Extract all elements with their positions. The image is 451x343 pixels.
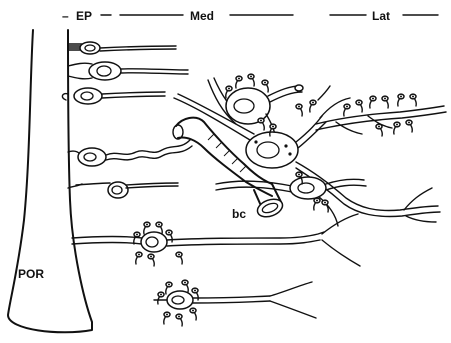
bouton-dot (358, 102, 360, 104)
header-lat: Lat (372, 9, 390, 23)
por-border (8, 30, 92, 332)
bouton-dot (158, 224, 160, 226)
bouton-dot (298, 106, 300, 108)
bouton-dot (136, 234, 138, 236)
bouton-dot (238, 78, 240, 80)
neuron-5 (68, 182, 178, 198)
header-med: Med (190, 9, 214, 23)
bouton-dot (272, 126, 274, 128)
bouton-dot (264, 82, 266, 84)
bouton-dot (168, 284, 170, 286)
medial-cell-upper (174, 78, 303, 140)
bouton-dot (160, 294, 162, 296)
bouton-dot (178, 254, 180, 256)
bouton-dot (250, 76, 252, 78)
neuron-lower-1 (72, 214, 360, 266)
bouton-dot (316, 200, 318, 202)
region-header: – EP Med Lat (62, 9, 438, 23)
bouton-dot (194, 290, 196, 292)
bouton-dot (298, 174, 300, 176)
bouton-dot (184, 282, 186, 284)
bouton-dot (178, 316, 180, 318)
bouton-dot (192, 310, 194, 312)
por-outline: POR (8, 30, 92, 332)
bouton-dot (168, 232, 170, 234)
bouton-dot (396, 124, 398, 126)
neuron-4 (68, 140, 192, 166)
bouton-dot (408, 122, 410, 124)
bouton-dot (260, 120, 262, 122)
bouton-dot (150, 256, 152, 258)
bouton-dot (372, 98, 374, 100)
neuron-3 (62, 88, 165, 104)
bouton-dot (378, 126, 380, 128)
bouton-dot (312, 102, 314, 104)
bouton-dot (138, 254, 140, 256)
bc-label: bc (232, 207, 246, 221)
bouton-dot (346, 106, 348, 108)
neuron-lower-2 (154, 282, 316, 318)
bouton-dot (228, 88, 230, 90)
bouton-dot (324, 202, 326, 204)
bouton-dot (146, 224, 148, 226)
bouton-dot (384, 98, 386, 100)
por-label: POR (18, 267, 44, 281)
neuron-1 (68, 42, 176, 54)
header-ep: EP (76, 9, 92, 23)
neuron-2 (68, 62, 188, 80)
bouton-dot (400, 96, 402, 98)
header-left-dash: – (62, 9, 69, 23)
bouton-dot (412, 96, 414, 98)
bouton-dot (166, 314, 168, 316)
